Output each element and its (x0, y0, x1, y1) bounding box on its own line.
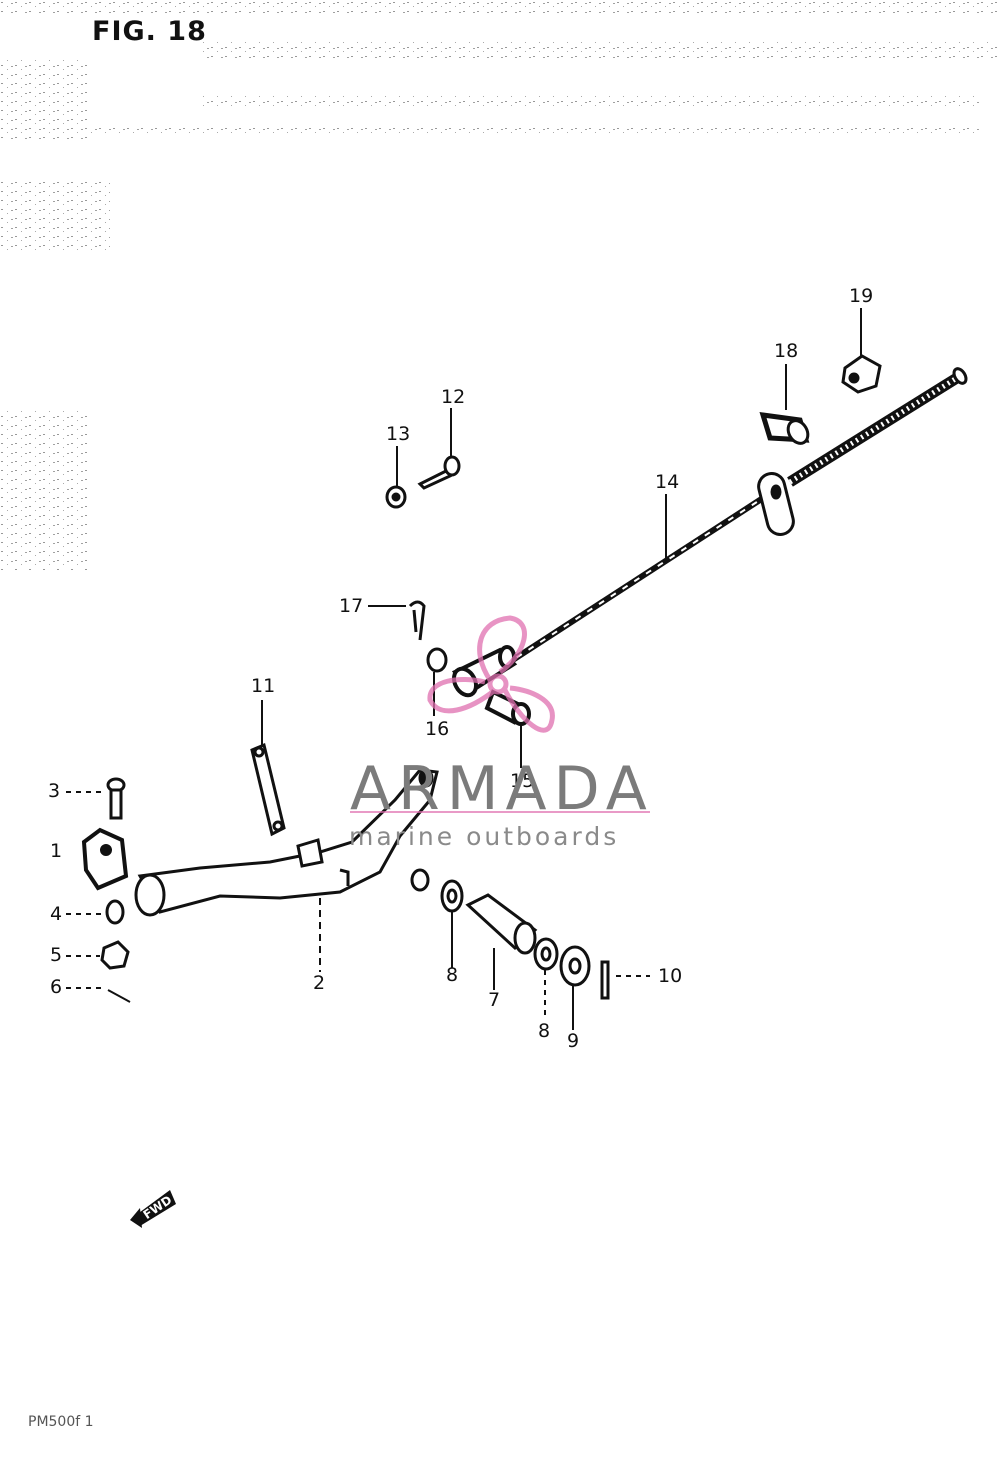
part-8-washer-b (533, 937, 559, 971)
callout-4: 4 (50, 903, 63, 925)
callout-15: 15 (510, 770, 535, 792)
leader-lines (66, 308, 862, 1030)
watermark-propeller-icon (427, 615, 555, 733)
part-11-link (250, 742, 286, 837)
callout-14: 14 (655, 471, 680, 493)
part-14-plate (757, 472, 795, 536)
callout-6: 6 (50, 976, 63, 998)
part-4-spacer (105, 899, 125, 925)
callout-8-upper: 8 (446, 964, 459, 986)
callout-1: 1 (50, 840, 63, 862)
part-1-bracket (81, 827, 129, 891)
callout-16: 16 (425, 718, 450, 740)
part-19-nut (841, 354, 882, 394)
watermark-brand: ARMADA (350, 754, 654, 824)
callout-9: 9 (567, 1030, 580, 1052)
forward-arrow-icon: FWD (130, 1190, 176, 1228)
part-17-cotter-pin (408, 600, 426, 641)
callout-10: 10 (658, 965, 683, 987)
callout-13: 13 (386, 423, 411, 445)
callout-5: 5 (50, 944, 63, 966)
part-9-washer (559, 945, 591, 987)
part-18-sleeve (759, 412, 810, 445)
part-6-screw (107, 989, 131, 1003)
fwd-label: FWD (141, 1193, 175, 1222)
callout-3: 3 (48, 780, 61, 802)
part-3-bolt (106, 777, 126, 820)
part-14-rod (503, 367, 968, 668)
figure-title: FIG. 18 (92, 16, 207, 47)
callout-18: 18 (774, 340, 799, 362)
watermark-tagline: marine outboards (349, 822, 620, 851)
scan-noise (0, 0, 1000, 570)
callout-17: 17 (339, 595, 364, 617)
footer-code: PM500f 1 (28, 1414, 94, 1430)
part-13-washer (385, 485, 407, 509)
part-12-bolt (417, 455, 461, 490)
part-5-nut (100, 940, 130, 970)
callout-8-lower: 8 (538, 1020, 551, 1042)
callout-2: 2 (313, 972, 326, 994)
part-10-pin (600, 960, 610, 1000)
part-2-lever (134, 768, 439, 917)
part-7-collar (410, 868, 538, 955)
part-16-washer (426, 647, 448, 673)
part-8-washer-a (440, 879, 464, 913)
callout-7: 7 (488, 989, 501, 1011)
callout-19: 19 (849, 285, 874, 307)
callout-12: 12 (441, 386, 466, 408)
callout-11: 11 (251, 675, 276, 697)
